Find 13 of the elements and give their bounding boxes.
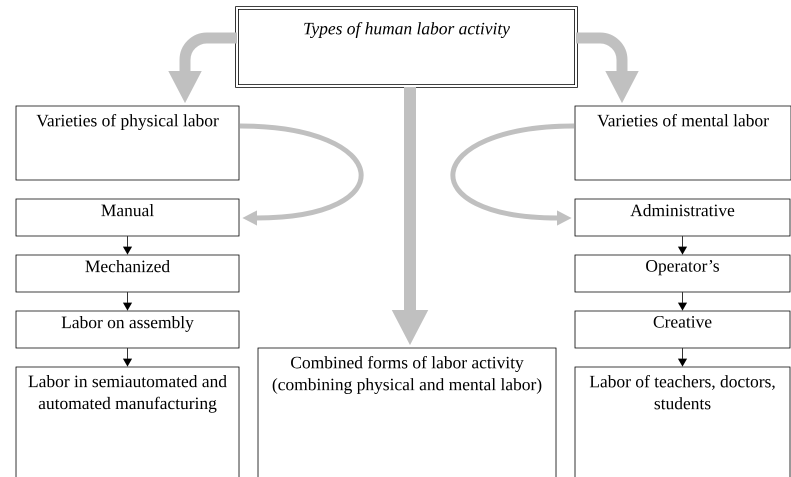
text-box: Manual	[16, 198, 240, 236]
arrow	[240, 124, 364, 226]
text-box: Labor of teachers, doctors, students	[574, 366, 790, 477]
text-box: Labor in semiautomated and automated manufacturing	[16, 366, 240, 477]
text-box: Creative	[574, 310, 790, 348]
text-box: Mechanized	[16, 254, 240, 292]
text-box: Combined forms of labor activity (combining physical and mental labor)	[258, 348, 556, 477]
text-box: Labor on assembly	[16, 310, 240, 348]
title-box: Types of human labor activity	[235, 6, 578, 88]
text-box: Administrative	[574, 198, 790, 236]
text-box: Varieties of physical labor	[16, 106, 240, 180]
text-box: Varieties of mental labor	[574, 106, 791, 180]
text-box: Operator’s	[574, 254, 790, 292]
